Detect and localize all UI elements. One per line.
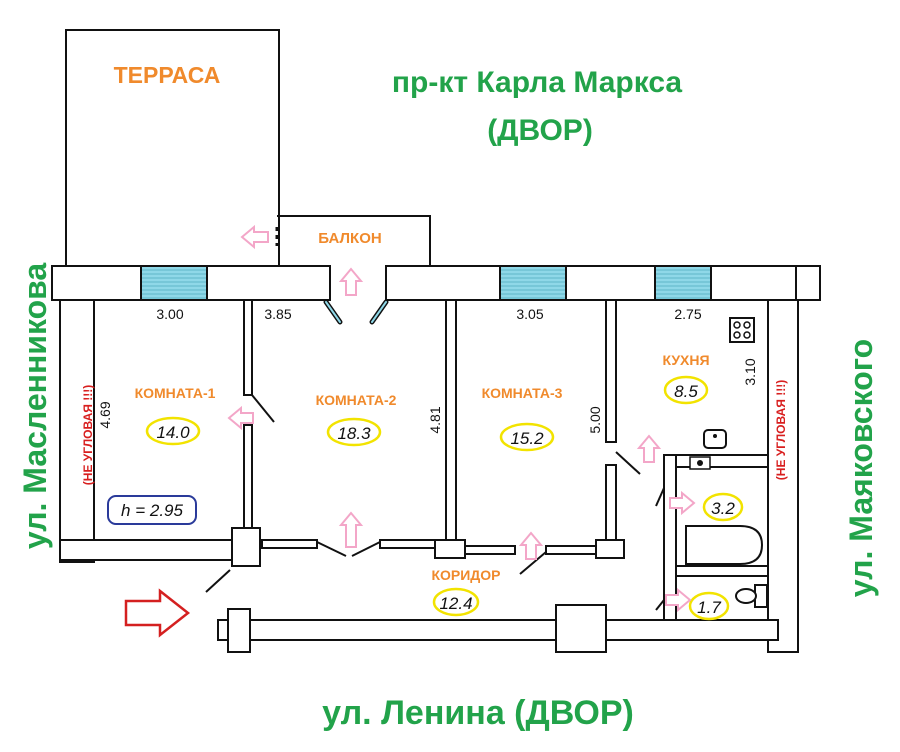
bathroom-area-circle — [702, 492, 744, 522]
arrow-up-icon — [518, 531, 544, 560]
dimensions: 3.00 3.85 3.05 2.75 4.69 4.81 5.00 3.10 — [97, 306, 758, 434]
bathroom-area: 3.2 — [711, 499, 735, 518]
room1-width: 3.00 — [156, 306, 183, 322]
room-labels: КОМНАТА-1 КОМНАТА-2 КОМНАТА-3 КУХНЯ КОРИ… — [135, 352, 710, 583]
arrow-up-icon — [636, 434, 662, 463]
top-street-line1: пр-кт Карла Маркса — [392, 66, 683, 99]
terrace-label: ТЕРРАСА — [114, 62, 221, 88]
room-1-area: 14.0 — [156, 423, 190, 442]
balcony-label: БАЛКОН — [318, 230, 381, 247]
corridor-label: КОРИДОР — [431, 567, 500, 583]
bathtub-icon — [685, 525, 764, 565]
balcony-door — [323, 299, 389, 325]
terrace: ТЕРРАСА — [65, 29, 280, 267]
room-2-area: 18.3 — [337, 424, 371, 443]
sink-icon — [703, 429, 727, 449]
room-2-area-circle — [326, 417, 382, 447]
balcony: БАЛКОН — [275, 215, 431, 266]
arrow-right-icon — [669, 490, 696, 516]
room1-depth: 4.69 — [97, 401, 113, 428]
room2-width: 3.85 — [264, 306, 291, 322]
arrow-up-icon — [338, 511, 364, 548]
entrance-arrow-icon — [124, 588, 191, 638]
windows — [140, 265, 712, 301]
room-1-area-circle — [145, 416, 201, 446]
kitchen-area: 8.5 — [674, 382, 698, 401]
walls — [51, 265, 821, 653]
room-3-label: КОМНАТА-3 — [482, 385, 563, 401]
left-street: ул. Масленникова — [17, 263, 53, 550]
room2-depth: 4.81 — [427, 406, 443, 433]
kitchen-width: 2.75 — [674, 306, 701, 322]
not-corner-note-right: (НЕ УГЛОВАЯ !!!) — [774, 380, 788, 480]
door-swings — [205, 394, 665, 611]
kitchen-depth: 3.10 — [742, 358, 758, 385]
not-corner-note-left: (НЕ УГЛОВАЯ !!!) — [81, 385, 95, 485]
stove-icon — [729, 317, 755, 343]
room-2-label: КОМНАТА-2 — [316, 392, 397, 408]
kitchen-area-circle — [663, 375, 709, 405]
toilet-icon — [735, 584, 768, 608]
corridor-area: 12.4 — [439, 594, 472, 613]
arrow-left-icon — [240, 224, 269, 250]
room3-width: 3.05 — [516, 306, 543, 322]
top-street-line2: (ДВОР) — [487, 114, 593, 147]
door-arrows — [227, 224, 696, 613]
corridor-area-circle — [432, 587, 480, 617]
arrow-right-icon — [665, 587, 692, 613]
kitchen-label: КУХНЯ — [662, 352, 709, 368]
bottom-street: ул. Ленина (ДВОР) — [322, 694, 634, 732]
room3-depth: 5.00 — [587, 406, 603, 433]
ceiling-height-box: h = 2.95 — [107, 495, 197, 525]
room-3-area-circle — [499, 422, 555, 452]
arrow-left-icon — [227, 405, 254, 431]
area-badges: 14.0 18.3 15.2 8.5 12.4 3.2 1.7 — [145, 375, 744, 621]
ceiling-height: h = 2.95 — [121, 501, 183, 520]
room-1-label: КОМНАТА-1 — [135, 385, 216, 401]
arrow-up-icon — [338, 267, 364, 296]
toilet-area: 1.7 — [697, 598, 721, 617]
right-street: ул. Маяковского — [843, 339, 879, 597]
toilet-area-circle — [688, 591, 730, 621]
shower-icon — [689, 456, 711, 470]
room-3-area: 15.2 — [510, 429, 544, 448]
